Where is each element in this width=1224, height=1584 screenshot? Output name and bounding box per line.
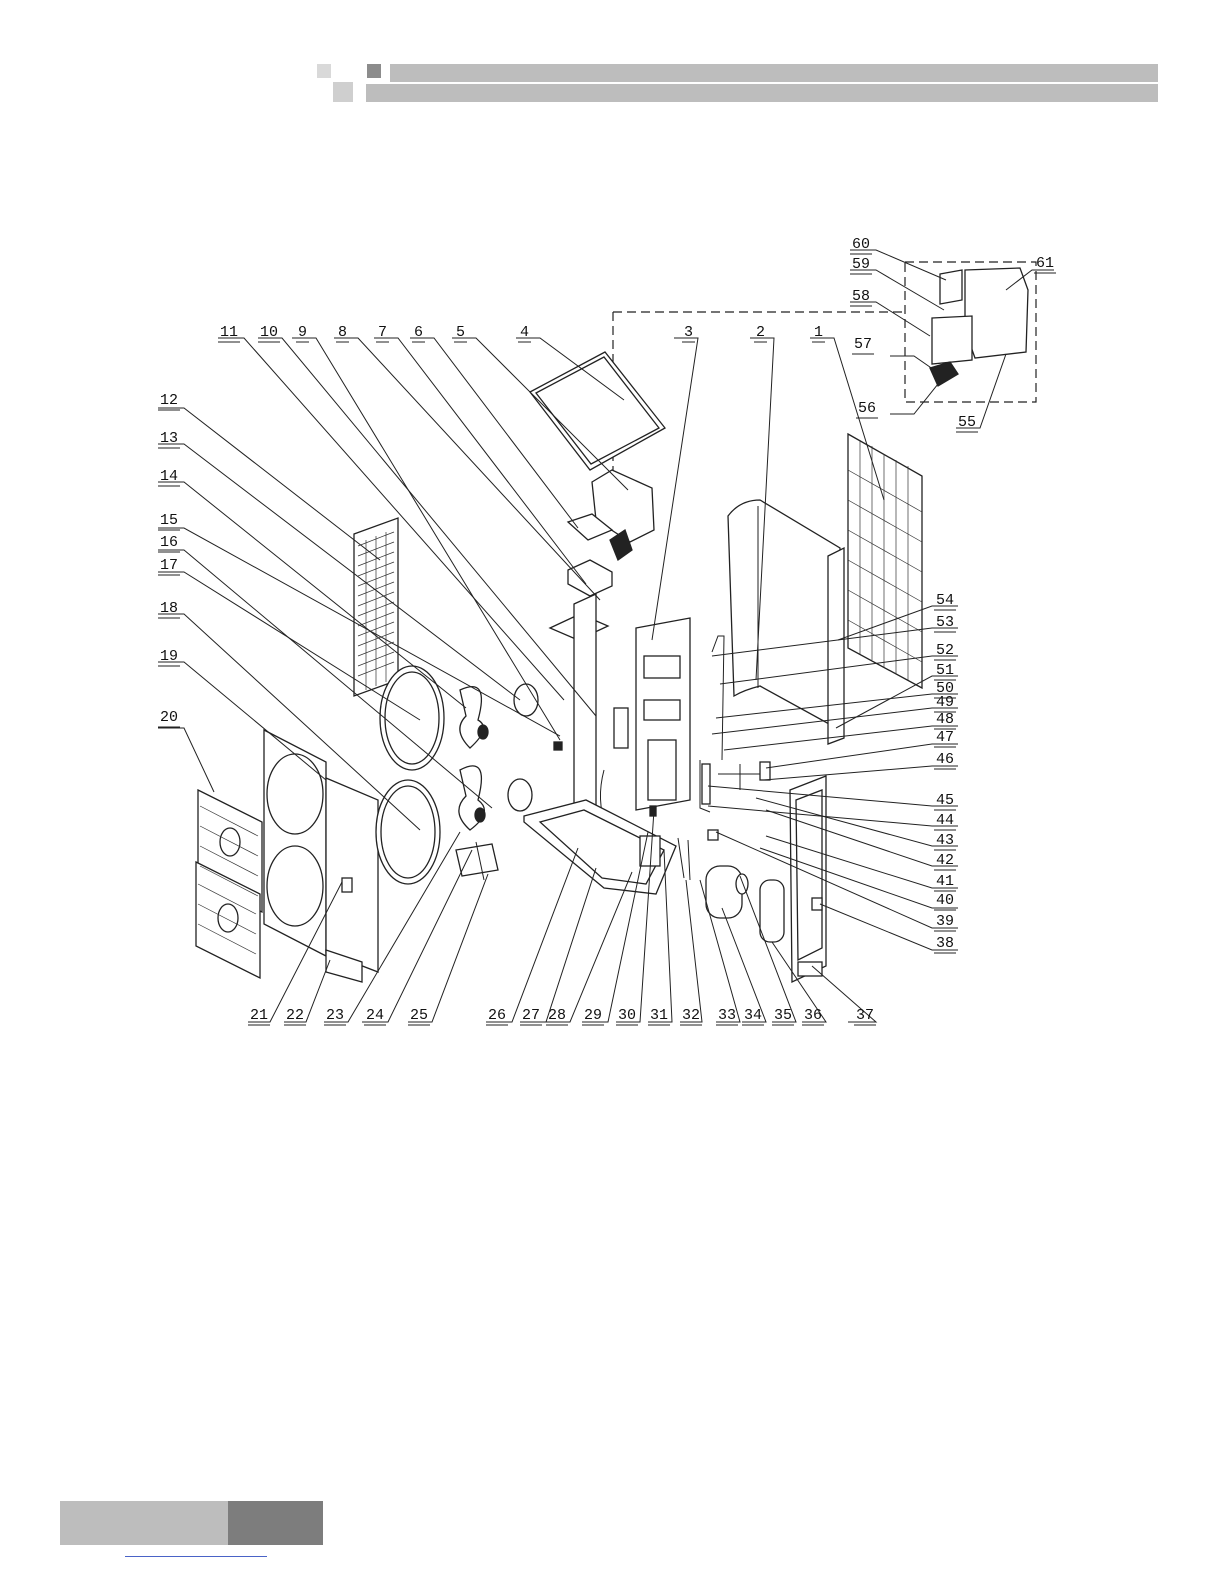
callout-7: 7 <box>378 324 387 341</box>
callout-15: 15 <box>160 512 178 529</box>
callout-37: 37 <box>856 1007 874 1024</box>
callout-47: 47 <box>936 729 954 746</box>
callout-9: 9 <box>298 324 307 341</box>
callout-20: 20 <box>160 709 178 726</box>
callout-12: 12 <box>160 392 178 409</box>
callout-21: 21 <box>250 1007 268 1024</box>
callout-23: 23 <box>326 1007 344 1024</box>
callout-32: 32 <box>682 1007 700 1024</box>
callout-18: 18 <box>160 600 178 617</box>
callout-45: 45 <box>936 792 954 809</box>
footer-link-underline[interactable] <box>125 1556 267 1558</box>
callout-8: 8 <box>338 324 347 341</box>
callout-2: 2 <box>756 324 765 341</box>
parts-drawing <box>196 262 1036 982</box>
callout-1: 1 <box>814 324 823 341</box>
callout-41: 41 <box>936 873 954 890</box>
callout-55: 55 <box>958 414 976 431</box>
callout-52: 52 <box>936 642 954 659</box>
callout-58: 58 <box>852 288 870 305</box>
callout-54: 54 <box>936 592 954 609</box>
footer-block-light <box>60 1501 228 1545</box>
callout-48: 48 <box>936 711 954 728</box>
footer-block-dark <box>228 1501 323 1545</box>
callout-31: 31 <box>650 1007 668 1024</box>
callout-61: 61 <box>1036 255 1054 272</box>
callout-5: 5 <box>456 324 465 341</box>
callout-51: 51 <box>936 662 954 679</box>
callout-28: 28 <box>548 1007 566 1024</box>
callout-38: 38 <box>936 935 954 952</box>
callout-39: 39 <box>936 913 954 930</box>
callout-22: 22 <box>286 1007 304 1024</box>
callout-36: 36 <box>804 1007 822 1024</box>
callout-4: 4 <box>520 324 529 341</box>
callout-46: 46 <box>936 751 954 768</box>
callout-30: 30 <box>618 1007 636 1024</box>
callout-53: 53 <box>936 614 954 631</box>
callout-19: 19 <box>160 648 178 665</box>
callout-60: 60 <box>852 236 870 253</box>
callout-13: 13 <box>160 430 178 447</box>
callout-24: 24 <box>366 1007 384 1024</box>
callout-17: 17 <box>160 557 178 574</box>
callout-16: 16 <box>160 534 178 551</box>
callout-43: 43 <box>936 832 954 849</box>
callout-27: 27 <box>522 1007 540 1024</box>
callout-26: 26 <box>488 1007 506 1024</box>
callout-3: 3 <box>684 324 693 341</box>
callout-6: 6 <box>414 324 423 341</box>
callout-56: 56 <box>858 400 876 417</box>
callout-10: 10 <box>260 324 278 341</box>
callout-29: 29 <box>584 1007 602 1024</box>
callout-50: 50 <box>936 680 954 697</box>
callout-40: 40 <box>936 892 954 909</box>
callout-57: 57 <box>854 336 872 353</box>
callout-59: 59 <box>852 256 870 273</box>
callout-44: 44 <box>936 812 954 829</box>
callout-11: 11 <box>220 324 238 341</box>
callout-42: 42 <box>936 852 954 869</box>
callout-14: 14 <box>160 468 178 485</box>
callout-33: 33 <box>718 1007 736 1024</box>
callout-35: 35 <box>774 1007 792 1024</box>
callout-25: 25 <box>410 1007 428 1024</box>
callout-34: 34 <box>744 1007 762 1024</box>
